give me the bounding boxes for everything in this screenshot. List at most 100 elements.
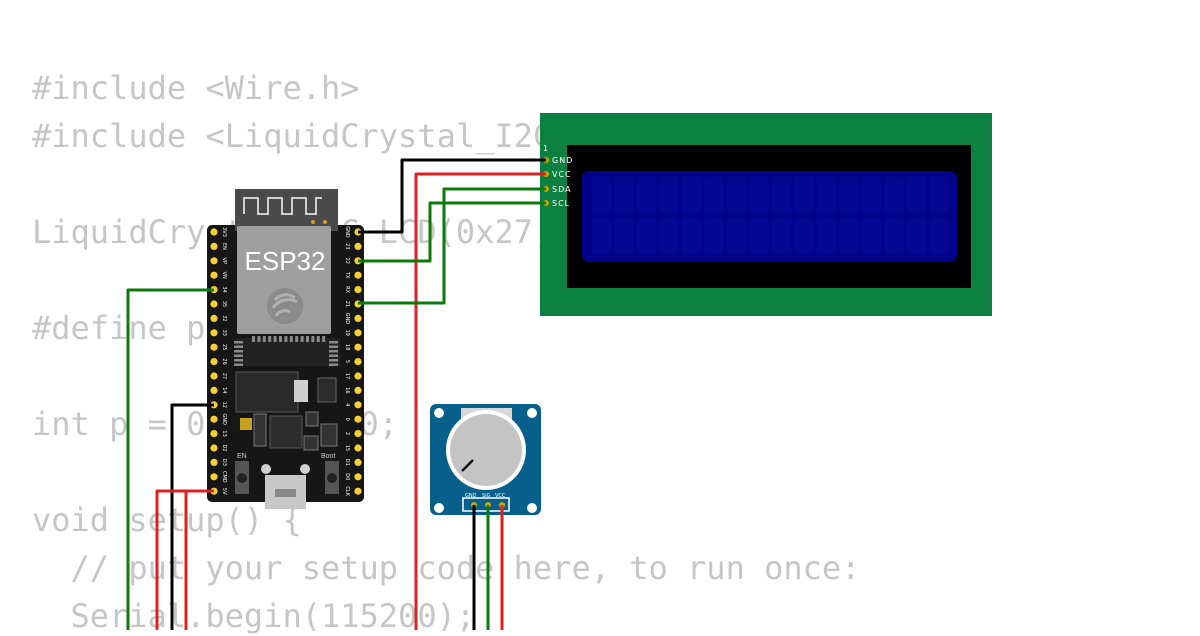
esp32-pin[interactable] — [210, 386, 218, 394]
esp32-pin[interactable] — [354, 487, 362, 495]
esp32-pin[interactable] — [354, 242, 362, 250]
code-line: #include <Wire.h> — [32, 69, 360, 107]
esp32-pin-label: TX — [344, 271, 350, 279]
esp32-pin[interactable] — [354, 458, 362, 466]
esp32-pin[interactable] — [354, 415, 362, 423]
esp32-pin[interactable] — [354, 473, 362, 481]
module-pad — [329, 345, 338, 348]
esp32-pin[interactable] — [210, 372, 218, 380]
module-pad — [289, 336, 293, 342]
esp32-chip-label: ESP32 — [245, 246, 326, 276]
smd-component — [303, 435, 319, 451]
en-button-label: EN — [237, 453, 247, 460]
esp32-pin-label: 14 — [221, 387, 227, 393]
esp32-board[interactable]: ESP32 EN Boot 3V3ENVPVN34353233252627141… — [207, 189, 364, 509]
esp32-pin[interactable] — [210, 329, 218, 337]
lcd-pin-label: VCC — [552, 170, 572, 179]
code-line: // put your setup code here, to run once… — [32, 549, 861, 587]
esp32-pin[interactable] — [210, 444, 218, 452]
lcd-module[interactable]: 1 GND VCC SDA SCL — [540, 113, 992, 316]
lcd-cell — [817, 177, 836, 213]
esp32-module-base — [236, 338, 340, 366]
antenna-pad — [323, 220, 327, 224]
module-pad — [234, 341, 243, 344]
module-pad — [234, 350, 243, 353]
module-pad — [329, 363, 338, 366]
esp32-pin-label: EN — [221, 243, 227, 250]
mounting-hole — [434, 503, 444, 513]
lcd-cell — [929, 218, 949, 254]
wire-5v-down-b[interactable] — [184, 489, 214, 630]
lcd-cell — [907, 218, 926, 254]
potentiometer-module[interactable]: GND SIG VCC — [430, 404, 541, 515]
esp32-pin[interactable] — [210, 228, 218, 236]
lcd-cell — [749, 177, 769, 213]
module-pad — [234, 363, 243, 366]
lcd-cell — [614, 218, 634, 254]
wire-pot-signal[interactable] — [126, 288, 214, 630]
esp32-pin[interactable] — [210, 430, 218, 438]
esp32-pin[interactable] — [210, 257, 218, 265]
esp32-pin-label: 22 — [344, 258, 350, 264]
esp32-pin-label: GND — [221, 413, 227, 425]
lcd-pin-label: GND — [552, 156, 573, 165]
esp32-pin[interactable] — [354, 386, 362, 394]
wire-vcc-to-lcd[interactable] — [414, 172, 546, 630]
module-pad — [234, 359, 243, 362]
esp32-pin-label: 25 — [221, 344, 227, 350]
module-pad — [268, 336, 272, 342]
lcd-cell — [839, 218, 859, 254]
esp32-pin-label: 21 — [344, 301, 350, 307]
esp32-pin[interactable] — [354, 286, 362, 294]
esp32-pin[interactable] — [354, 430, 362, 438]
esp32-pin[interactable] — [354, 271, 362, 279]
pot-pin-label: SIG — [482, 493, 491, 499]
smd-component — [320, 423, 338, 447]
esp32-pin[interactable] — [354, 401, 362, 409]
esp32-pin[interactable] — [210, 473, 218, 481]
esp32-pin-label: 5 — [344, 360, 350, 363]
lcd-cell — [682, 177, 701, 213]
esp32-pin-label: 32 — [221, 315, 227, 321]
esp32-pin-label: VP — [221, 258, 227, 264]
esp32-antenna — [235, 189, 338, 231]
esp32-pin-label: 2 — [344, 432, 350, 435]
esp32-pin[interactable] — [354, 314, 362, 322]
lcd-character-cells — [592, 177, 949, 254]
esp32-pin-label: 19 — [344, 330, 350, 336]
lcd-cell — [727, 218, 746, 254]
code-line: void setup() { — [32, 501, 302, 539]
potentiometer-knob[interactable] — [450, 414, 522, 486]
lcd-cell — [749, 218, 769, 254]
esp32-pin[interactable] — [210, 271, 218, 279]
esp32-pin[interactable] — [210, 242, 218, 250]
wire-gnd-down[interactable] — [170, 403, 214, 630]
esp32-pin[interactable] — [210, 358, 218, 366]
lcd-pin-label: SCL — [552, 199, 570, 208]
lcd-cell — [704, 177, 724, 213]
esp32-pin[interactable] — [210, 415, 218, 423]
esp32-pin[interactable] — [354, 343, 362, 351]
wire-gnd-to-lcd[interactable] — [358, 158, 546, 234]
mounting-hole — [527, 408, 537, 418]
regulator-chip — [294, 380, 308, 402]
esp32-pin-label: 16 — [344, 387, 350, 393]
esp32-pin[interactable] — [354, 329, 362, 337]
antenna-trace-icon — [243, 197, 322, 215]
wire-sda-to-lcd[interactable] — [358, 187, 546, 305]
en-button-cap[interactable] — [237, 473, 247, 483]
boot-button-cap[interactable] — [327, 473, 337, 483]
usb-mount — [261, 464, 271, 474]
esp32-pin[interactable] — [354, 444, 362, 452]
esp32-pin[interactable] — [210, 343, 218, 351]
wire-scl-to-lcd[interactable] — [358, 201, 546, 263]
esp32-pin-label: D2 — [221, 444, 227, 451]
esp32-pin[interactable] — [210, 314, 218, 322]
esp32-pin[interactable] — [210, 300, 218, 308]
esp32-pin[interactable] — [354, 372, 362, 380]
espressif-logo-icon — [267, 288, 303, 324]
esp32-pin[interactable] — [210, 458, 218, 466]
wires — [126, 158, 546, 630]
esp32-pin[interactable] — [354, 358, 362, 366]
